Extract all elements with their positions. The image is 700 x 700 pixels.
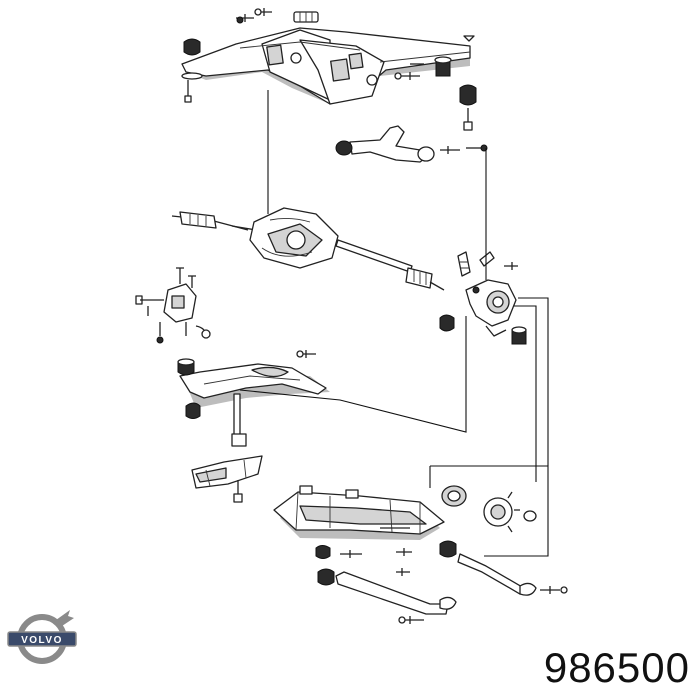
- rear-subframe: [181, 8, 477, 131]
- hub-and-bearing: [441, 485, 537, 533]
- brand-name: VOLVO: [21, 635, 63, 646]
- part-number: 986500: [543, 644, 690, 691]
- spring-seat-bracket: [191, 455, 263, 503]
- driveshaft-and-differential: [171, 207, 445, 291]
- volvo-iron-mark-icon: VOLVO: [7, 610, 77, 664]
- upper-control-arm: [335, 125, 488, 163]
- lower-links: [317, 540, 568, 624]
- callout-lines: [239, 90, 549, 557]
- wheel-knuckle: [439, 251, 527, 345]
- lower-control-arm: [177, 350, 330, 447]
- lower-crossmember: [273, 485, 445, 576]
- toe-link-bracket: [135, 267, 211, 344]
